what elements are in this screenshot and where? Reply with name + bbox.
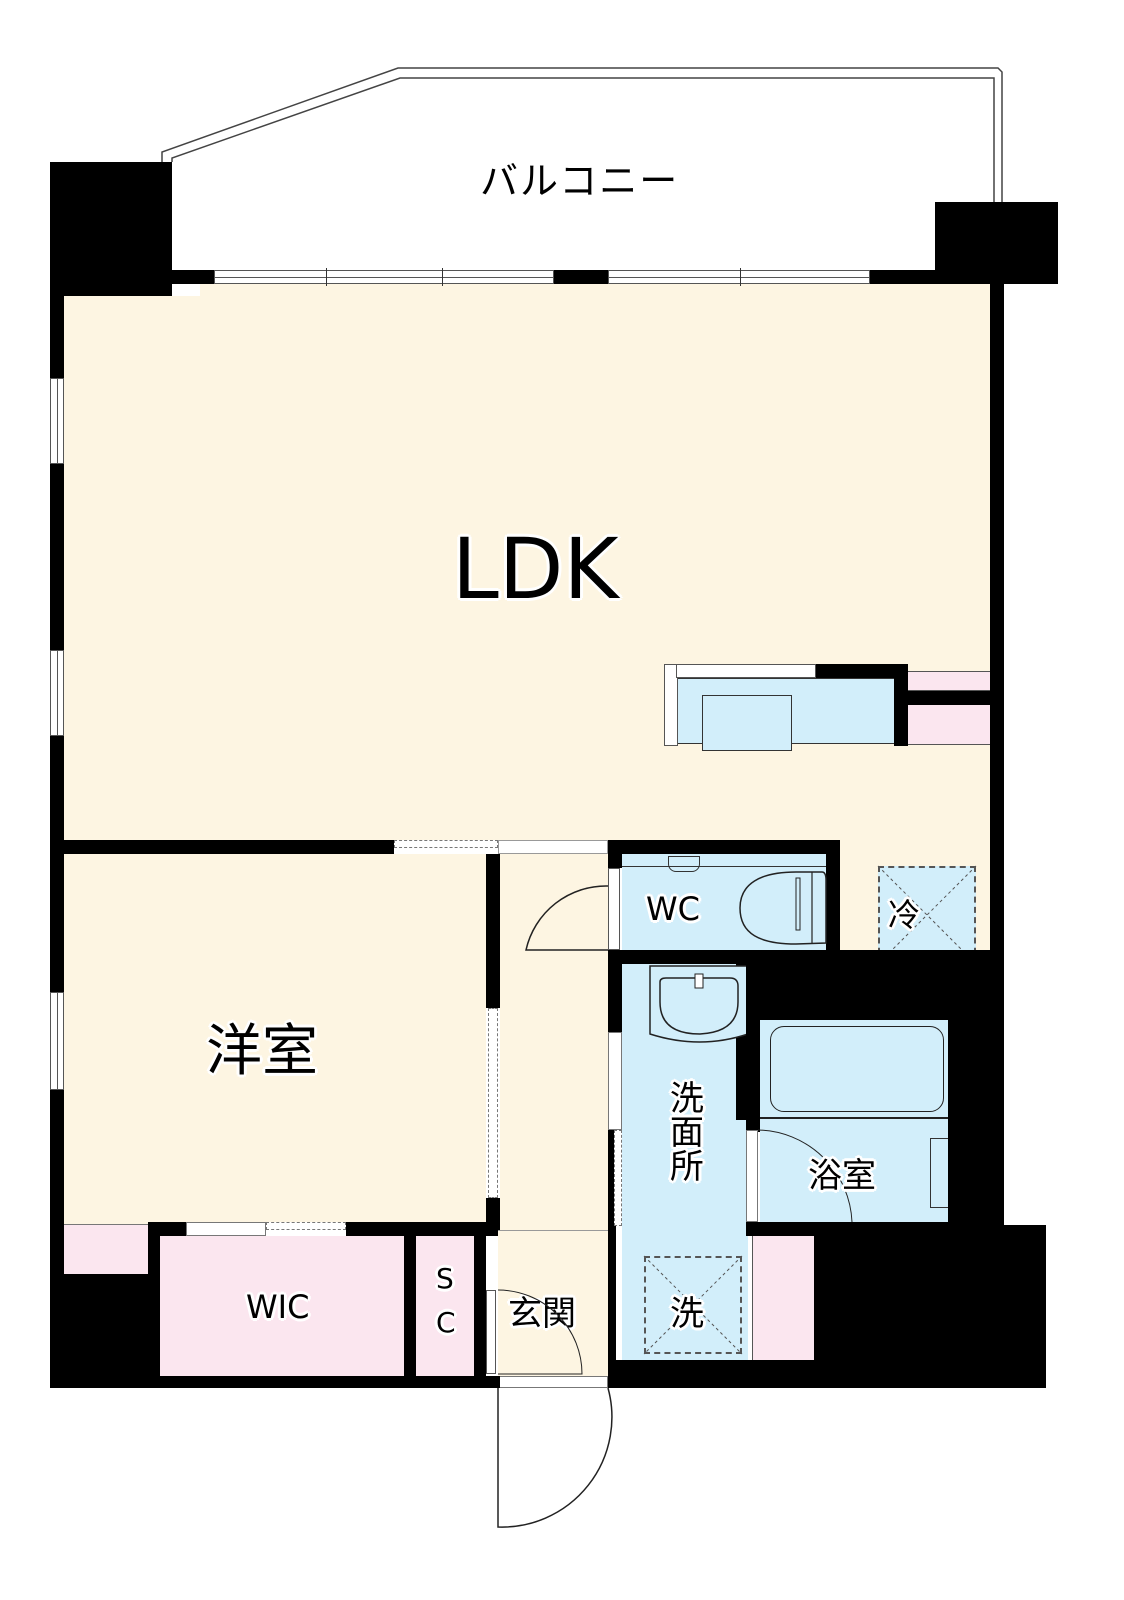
bathroom-counter bbox=[930, 1138, 948, 1208]
ldk-room bbox=[64, 296, 990, 840]
hallway bbox=[500, 854, 608, 1230]
wc-door[interactable] bbox=[608, 868, 620, 950]
wall-western-hall bbox=[486, 854, 500, 1008]
balcony-label: バルコニー bbox=[480, 159, 680, 203]
wic-sliding-track[interactable] bbox=[266, 1222, 346, 1230]
wic-room bbox=[160, 1236, 404, 1376]
sink-icon bbox=[702, 695, 792, 751]
bath-wall-block bbox=[746, 950, 1004, 1020]
wall-left bbox=[50, 270, 64, 1385]
wall-western-hall-lower bbox=[486, 1198, 500, 1224]
washroom-sliding-track[interactable] bbox=[614, 1130, 622, 1226]
wc-shelf-line bbox=[622, 866, 826, 867]
balcony-window-left[interactable] bbox=[214, 270, 554, 284]
wic-wall-left bbox=[148, 1222, 160, 1386]
wc-wall-right bbox=[826, 840, 840, 952]
wic-door[interactable] bbox=[186, 1222, 266, 1236]
wc-wall-left bbox=[608, 854, 622, 868]
hallway-opening[interactable] bbox=[498, 840, 608, 854]
wall-bottom-left bbox=[50, 1376, 500, 1388]
wic-sc-divider bbox=[404, 1236, 416, 1386]
wc-wall-top bbox=[608, 840, 840, 854]
sc-entrance-wall bbox=[474, 1222, 486, 1386]
shoe-closet bbox=[416, 1236, 474, 1376]
kitchen-counter-end bbox=[664, 664, 678, 746]
bottom-left-block bbox=[50, 1274, 160, 1386]
washing-machine-label: 洗 bbox=[670, 1294, 704, 1334]
corner-storage bbox=[64, 1224, 148, 1274]
western-room-window[interactable] bbox=[50, 992, 64, 1090]
washroom-wall-left-lower bbox=[608, 1130, 616, 1376]
utility-storage bbox=[752, 1236, 814, 1360]
window-mullion bbox=[326, 268, 327, 286]
bath-wall-right bbox=[948, 1020, 1004, 1225]
kitchen-storage-lower bbox=[908, 705, 990, 745]
refrigerator-label: 冷 bbox=[888, 896, 921, 934]
window-mullion bbox=[740, 268, 741, 286]
washroom-door[interactable] bbox=[608, 1032, 622, 1130]
column-top-left bbox=[50, 162, 172, 296]
wall-bottom-washroom bbox=[608, 1376, 752, 1388]
wic-label: WIC bbox=[246, 1288, 310, 1326]
shoe-closet-label-c: C bbox=[436, 1306, 456, 1339]
bath-wall-left-upper bbox=[746, 1020, 760, 1132]
bathroom-door[interactable] bbox=[746, 1130, 758, 1222]
wc-label: WC bbox=[646, 890, 700, 928]
bathtub-divider bbox=[760, 1117, 948, 1119]
wic-wall-top-right bbox=[346, 1222, 500, 1236]
western-sliding-door[interactable] bbox=[488, 1008, 498, 1198]
sliding-door-western[interactable] bbox=[394, 840, 498, 848]
shoe-closet-label-s: S bbox=[436, 1262, 454, 1295]
wc-wall-bottom bbox=[608, 950, 746, 964]
washroom-wall-left bbox=[608, 950, 622, 1032]
western-room bbox=[64, 854, 486, 1224]
bathtub-icon bbox=[770, 1026, 944, 1112]
kitchen-shelf-wall bbox=[908, 691, 990, 705]
western-room-label: 洋室 bbox=[206, 1019, 318, 1084]
kitchen-counter-top bbox=[676, 664, 816, 678]
ldk-label: LDK bbox=[452, 520, 619, 618]
ldk-window-upper[interactable] bbox=[50, 378, 64, 464]
kitchen-storage-upper bbox=[908, 671, 990, 691]
ldk-top-strip bbox=[200, 284, 990, 298]
window-mullion bbox=[442, 268, 443, 286]
wc-handwash-icon bbox=[668, 856, 700, 872]
bathroom-label: 浴室 bbox=[808, 1156, 876, 1196]
balcony-window-right[interactable] bbox=[608, 270, 870, 284]
wall-ldk-western bbox=[64, 840, 394, 854]
shoe-closet-door[interactable] bbox=[486, 1290, 496, 1374]
ldk-window-lower[interactable] bbox=[50, 650, 64, 736]
entrance-threshold bbox=[498, 1376, 608, 1388]
entrance-label: 玄関 bbox=[508, 1294, 576, 1334]
kitchen-wall-post bbox=[894, 664, 908, 746]
kitchen-wall bbox=[816, 664, 908, 678]
washroom-label: 洗面所 bbox=[663, 1080, 704, 1182]
